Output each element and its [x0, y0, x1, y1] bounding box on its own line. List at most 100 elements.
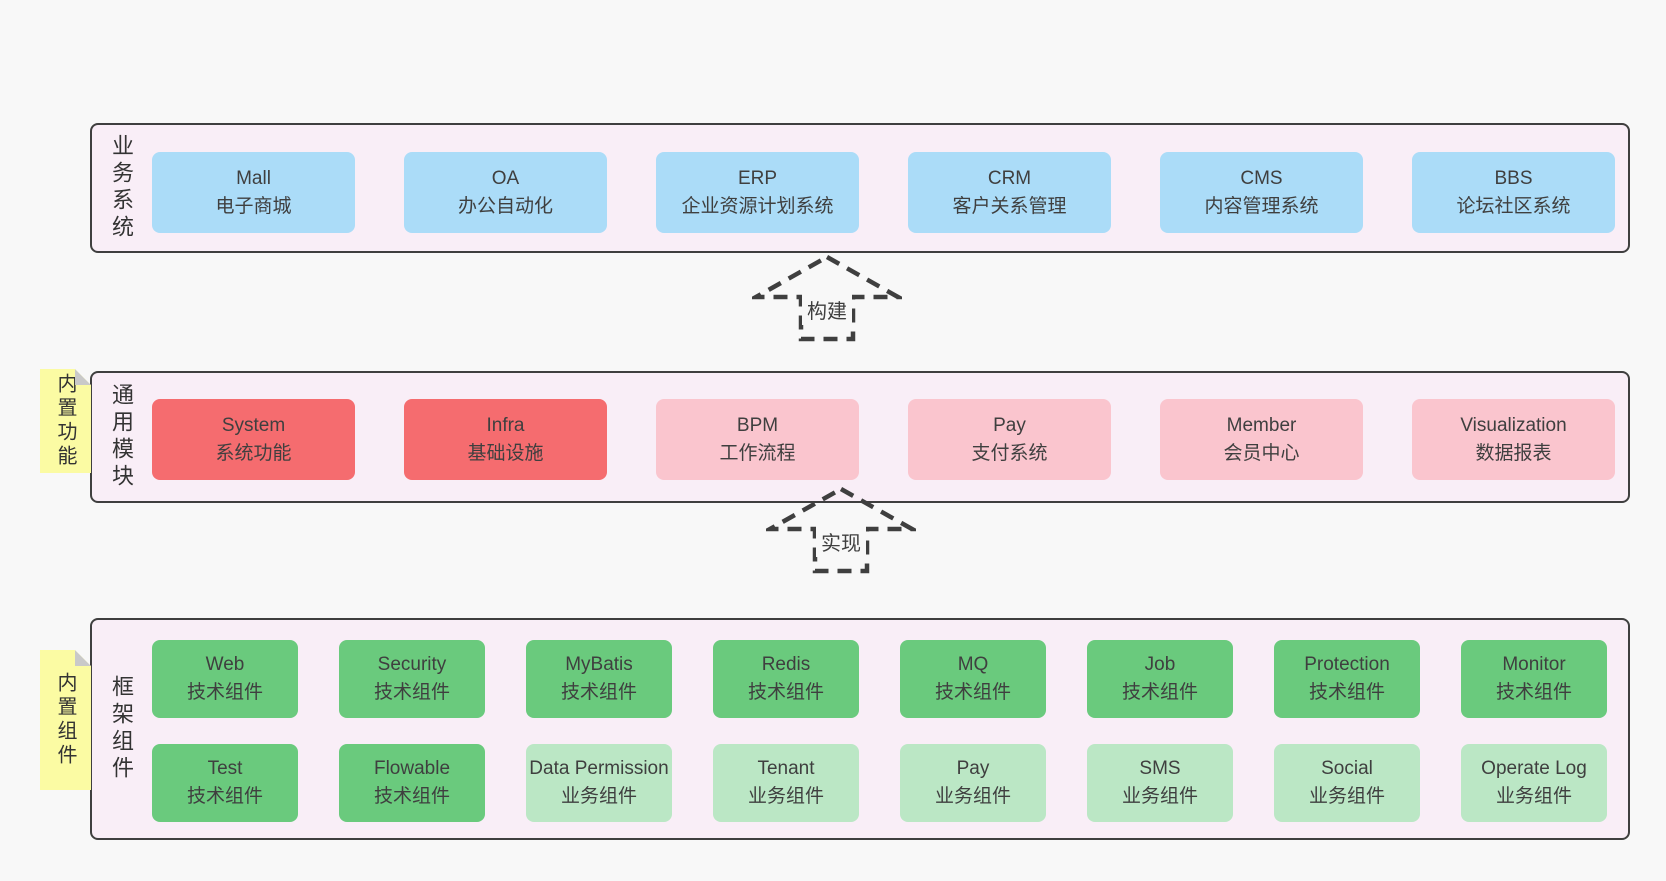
components-box-tenant: Tenant 业务组件 [713, 744, 859, 822]
components-box-job: Job 技术组件 [1087, 640, 1233, 718]
box-subtitle: 技术组件 [1495, 682, 1572, 703]
box-subtitle: 会员中心 [1223, 442, 1300, 464]
box-subtitle: 业务组件 [747, 786, 824, 807]
box-title: Operate Log [1481, 758, 1587, 780]
business-layer-label: 业务系统 [109, 134, 134, 242]
business-box-erp: ERP 企业资源计划系统 [656, 152, 859, 233]
box-subtitle: 技术组件 [1121, 682, 1198, 703]
components-layer-label: 框架组件 [109, 675, 134, 783]
modules-layer-label: 通用模块 [109, 383, 134, 491]
box-subtitle: 基础设施 [467, 442, 544, 464]
business-box-oa: OA 办公自动化 [404, 152, 607, 233]
modules-box-member: Member 会员中心 [1160, 399, 1363, 480]
box-title: Job [1144, 654, 1176, 676]
components-box-security: Security 技术组件 [339, 640, 485, 718]
components-box-operate-log: Operate Log 业务组件 [1461, 744, 1607, 822]
implement-arrow-label: 实现 [816, 526, 866, 557]
box-subtitle: 工作流程 [719, 442, 796, 464]
note-built-in-components-label: 内置组件 [54, 672, 76, 768]
box-title: Tenant [757, 758, 815, 780]
components-box-mybatis: MyBatis 技术组件 [526, 640, 672, 718]
box-title: CRM [987, 167, 1032, 189]
box-title: Web [205, 654, 245, 676]
box-subtitle: 客户关系管理 [952, 195, 1067, 217]
business-systems-row: Mall 电子商城 OA 办公自动化 ERP 企业资源计划系统 CRM 客户关系管理 CMS 内容… [152, 152, 1615, 233]
note-fold-icon [75, 650, 91, 666]
business-box-cms: CMS 内容管理系统 [1160, 152, 1363, 233]
components-box-flowable: Flowable 技术组件 [339, 744, 485, 822]
box-subtitle: 技术组件 [373, 682, 450, 703]
box-subtitle: 业务组件 [1495, 786, 1572, 807]
components-box-redis: Redis 技术组件 [713, 640, 859, 718]
build-arrow-label: 构建 [802, 294, 852, 325]
note-built-in-components: 内置组件 [40, 650, 91, 790]
box-subtitle: 业务组件 [1121, 786, 1198, 807]
box-subtitle: 电子商城 [215, 195, 292, 217]
box-subtitle: 技术组件 [373, 786, 450, 807]
box-title: System [221, 414, 286, 436]
box-title: Flowable [373, 758, 451, 780]
box-title: Monitor [1502, 654, 1566, 676]
box-title: Pay [993, 414, 1026, 436]
box-subtitle: 技术组件 [560, 682, 637, 703]
box-title: SMS [1139, 758, 1181, 780]
box-title: BBS [1494, 167, 1533, 189]
box-subtitle: 支付系统 [971, 442, 1048, 464]
box-title: Member [1226, 414, 1297, 436]
note-fold-icon [75, 369, 91, 385]
modules-box-visualization: Visualization 数据报表 [1412, 399, 1615, 480]
box-title: Data Permission [529, 758, 669, 780]
box-title: MyBatis [565, 654, 633, 676]
box-subtitle: 企业资源计划系统 [681, 195, 834, 217]
business-systems-layer: 业务系统 Mall 电子商城 OA 办公自动化 ERP 企业资源计划系统 CRM 客户关系管理… [90, 123, 1630, 253]
note-built-in-features-label: 内置功能 [54, 373, 76, 469]
box-subtitle: 系统功能 [215, 442, 292, 464]
box-subtitle: 内容管理系统 [1204, 195, 1319, 217]
box-title: Security [377, 654, 447, 676]
box-subtitle: 业务组件 [934, 786, 1011, 807]
business-box-mall: Mall 电子商城 [152, 152, 355, 233]
box-title: Mall [236, 167, 271, 189]
business-box-crm: CRM 客户关系管理 [908, 152, 1111, 233]
build-arrow: 构建 [752, 254, 902, 342]
modules-box-pay: Pay 支付系统 [908, 399, 1111, 480]
dashed-up-arrow-icon [752, 254, 902, 342]
components-box-pay: Pay 业务组件 [900, 744, 1046, 822]
box-subtitle: 技术组件 [186, 786, 263, 807]
box-title: CMS [1240, 167, 1283, 189]
box-title: Infra [486, 414, 525, 436]
box-title: MQ [957, 654, 989, 676]
components-box-test: Test 技术组件 [152, 744, 298, 822]
components-box-sms: SMS 业务组件 [1087, 744, 1233, 822]
box-title: ERP [737, 167, 778, 189]
implement-arrow: 实现 [766, 486, 916, 574]
modules-box-system: System 系统功能 [152, 399, 355, 480]
box-title: OA [491, 167, 520, 189]
box-subtitle: 业务组件 [1308, 786, 1385, 807]
box-title: Social [1321, 758, 1373, 780]
box-title: Redis [761, 654, 811, 676]
modules-box-infra: Infra 基础设施 [404, 399, 607, 480]
note-built-in-features: 内置功能 [40, 369, 91, 473]
box-subtitle: 数据报表 [1475, 442, 1552, 464]
box-title: Test [207, 758, 243, 780]
box-subtitle: 论坛社区系统 [1456, 195, 1571, 217]
box-subtitle: 技术组件 [747, 682, 824, 703]
business-box-bbs: BBS 论坛社区系统 [1412, 152, 1615, 233]
box-subtitle: 技术组件 [1308, 682, 1385, 703]
box-title: Pay [956, 758, 990, 780]
box-subtitle: 办公自动化 [457, 195, 553, 217]
box-title: Visualization [1460, 414, 1567, 436]
dashed-up-arrow-icon [766, 486, 916, 574]
components-box-social: Social 业务组件 [1274, 744, 1420, 822]
